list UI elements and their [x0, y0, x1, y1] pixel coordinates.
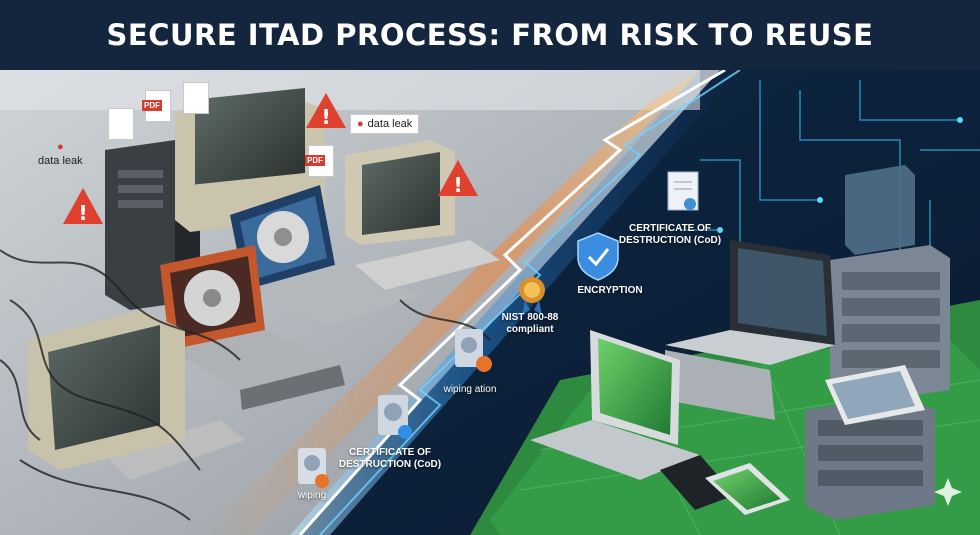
label-encryption: ENCRYPTION	[577, 285, 643, 296]
svg-text:!: !	[453, 173, 462, 197]
svg-text:!: !	[78, 201, 87, 225]
old-crt-monitor-right	[345, 140, 455, 245]
refurbished-laptop	[665, 240, 835, 420]
warning-icon: !	[306, 93, 346, 129]
warning-icon: !	[63, 188, 103, 225]
pdf-file-icon: PDF	[305, 145, 334, 177]
label-wiping-ation: wiping ation	[443, 384, 497, 395]
label-cod-bottom: CERTIFICATE OF DESTRUCTION (CoD)	[338, 447, 442, 470]
nist-badge-icon	[519, 277, 545, 315]
label-cod-top: CERTIFICATE OF DESTRUCTION (CoD)	[618, 223, 722, 246]
lock-icon: ●	[57, 141, 64, 153]
pdf-file-icon	[108, 108, 134, 140]
data-leak-tag-left: ● data leak	[38, 141, 83, 167]
hard-drive-icon	[455, 329, 492, 372]
document-file-icon	[183, 82, 209, 114]
hard-drive-icon	[378, 395, 412, 439]
data-leak-tag: ● data leak	[350, 114, 420, 134]
lightning-bolt	[298, 68, 726, 535]
old-keyboard	[355, 240, 500, 290]
page-title: SECURE ITAD PROCESS: FROM RISK TO REUSE	[106, 18, 874, 52]
label-nist: NIST 800-88 compliant	[501, 312, 559, 335]
refurbished-tablet	[825, 365, 925, 425]
svg-text:!: !	[321, 105, 330, 129]
old-laptop-hard-drive-front	[160, 245, 345, 410]
title-bar: SECURE ITAD PROCESS: FROM RISK TO REUSE	[0, 0, 980, 70]
server-rack-front	[805, 395, 935, 520]
refurbished-phone	[660, 455, 790, 515]
shield-icon	[577, 232, 619, 281]
hard-drive-icon	[298, 448, 329, 488]
refurbished-laptop-green	[530, 330, 700, 480]
tangled-cables	[0, 249, 491, 521]
warning-icon: !	[438, 160, 478, 197]
label-wiping: wiping	[297, 490, 327, 501]
pdf-file-icon: PDF	[142, 90, 171, 122]
sparkle-icon	[934, 478, 962, 506]
lock-icon: ●	[357, 118, 364, 130]
old-crt-monitor-front	[28, 310, 185, 470]
old-keyboard-front	[105, 420, 245, 480]
certificate-icon	[667, 171, 699, 211]
server-rack	[830, 165, 950, 405]
